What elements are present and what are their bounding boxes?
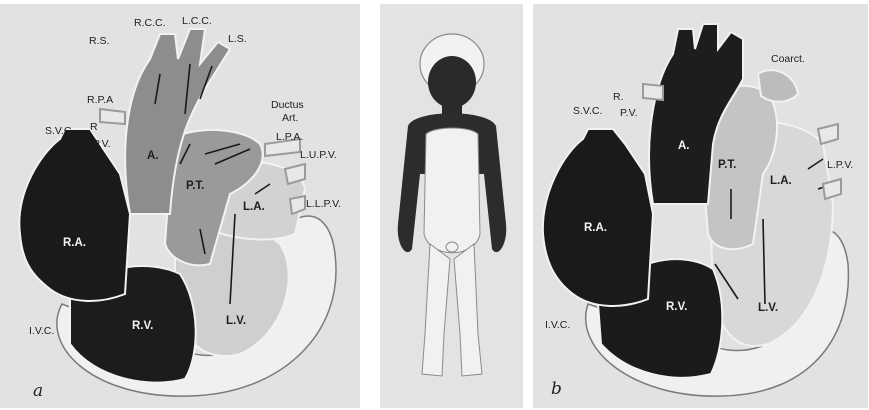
heart-diagram-b: Coarct. S.V.C. R. P.V. A. P.T. L.P.V. L.…: [533, 4, 868, 408]
label-la: L.A.: [770, 175, 792, 187]
rpa-stub: [100, 109, 125, 124]
label-svc: S.V.C.: [573, 105, 602, 117]
label-lcc: L.C.C.: [182, 15, 212, 27]
label-svc: S.V.C.: [45, 125, 74, 137]
label-rpa: R.P.A: [87, 94, 113, 106]
panel-letter-b: b: [551, 379, 562, 399]
label-lpa: L.P.A.: [276, 131, 303, 143]
label-rcc: R.C.C.: [134, 17, 166, 29]
diagram-panel-b: Coarct. S.V.C. R. P.V. A. P.T. L.P.V. L.…: [533, 4, 868, 408]
diagram-panel-a: R.C.C. L.C.C. R.S. L.S. R.P.A Ductus Art…: [0, 4, 360, 408]
head: [428, 56, 476, 108]
label-lv: L.V.: [758, 302, 778, 314]
label-llpv: L.L.P.V.: [306, 198, 341, 210]
label-ductus: Ductus: [271, 99, 304, 111]
label-aorta: A.: [147, 150, 159, 162]
label-pv: P.V.: [620, 107, 638, 119]
panel-letter-a: a: [33, 381, 43, 401]
heart-diagram-a: R.C.C. L.C.C. R.S. L.S. R.P.A Ductus Art…: [0, 4, 360, 408]
label-lupv: L.U.P.V.: [300, 149, 337, 161]
neck: [442, 102, 462, 114]
label-pv: P.V.: [93, 138, 111, 150]
label-ivc: I.V.C.: [545, 319, 570, 331]
label-lpv: L.P.V.: [827, 159, 853, 171]
child-figure-panel: [380, 4, 523, 408]
label-rs: R.S.: [89, 35, 109, 47]
label-ls: L.S.: [228, 33, 247, 45]
label-pt: P.T.: [718, 159, 736, 171]
label-coarct: Coarct.: [771, 53, 805, 65]
label-rv: R.V.: [666, 301, 687, 313]
rpa-stub: [643, 84, 663, 100]
child-figure: [380, 4, 523, 408]
label-ra: R.A.: [63, 237, 86, 249]
label-ivc: I.V.C.: [29, 325, 54, 337]
label-r: R.: [613, 91, 624, 103]
label-aorta: A.: [678, 140, 690, 152]
label-lv: L.V.: [226, 315, 246, 327]
label-r: R: [90, 121, 98, 133]
label-art: Art.: [282, 112, 298, 124]
label-pt: P.T.: [186, 180, 204, 192]
label-la: L.A.: [243, 201, 265, 213]
label-ra: R.A.: [584, 222, 607, 234]
torso: [424, 128, 480, 253]
label-rv: R.V.: [132, 320, 153, 332]
